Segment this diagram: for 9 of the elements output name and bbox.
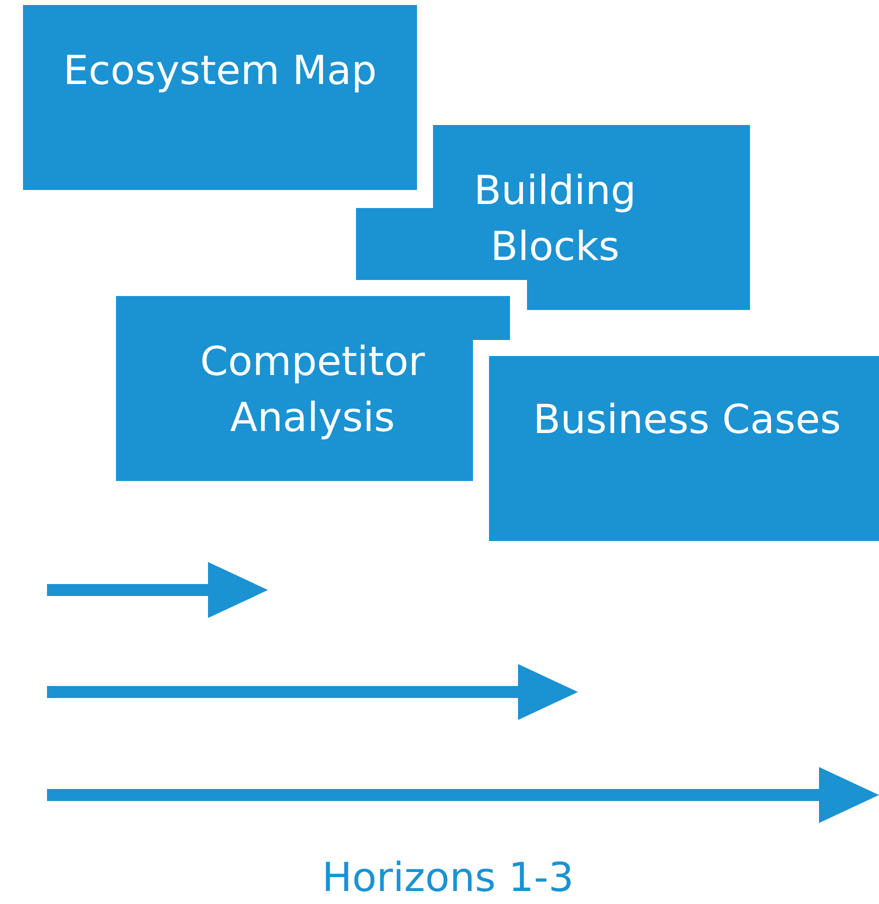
text-box	[356, 125, 750, 310]
text-box	[489, 356, 879, 541]
box-label: Competitor Analysis	[199, 338, 426, 443]
box-label: Ecosystem Map	[63, 47, 377, 96]
text-box	[116, 296, 510, 481]
axis-caption: Horizons 1-3	[322, 855, 574, 901]
text-box	[23, 5, 417, 190]
box-label: Building Blocks	[472, 167, 638, 272]
box-label: Business Cases	[532, 396, 842, 445]
